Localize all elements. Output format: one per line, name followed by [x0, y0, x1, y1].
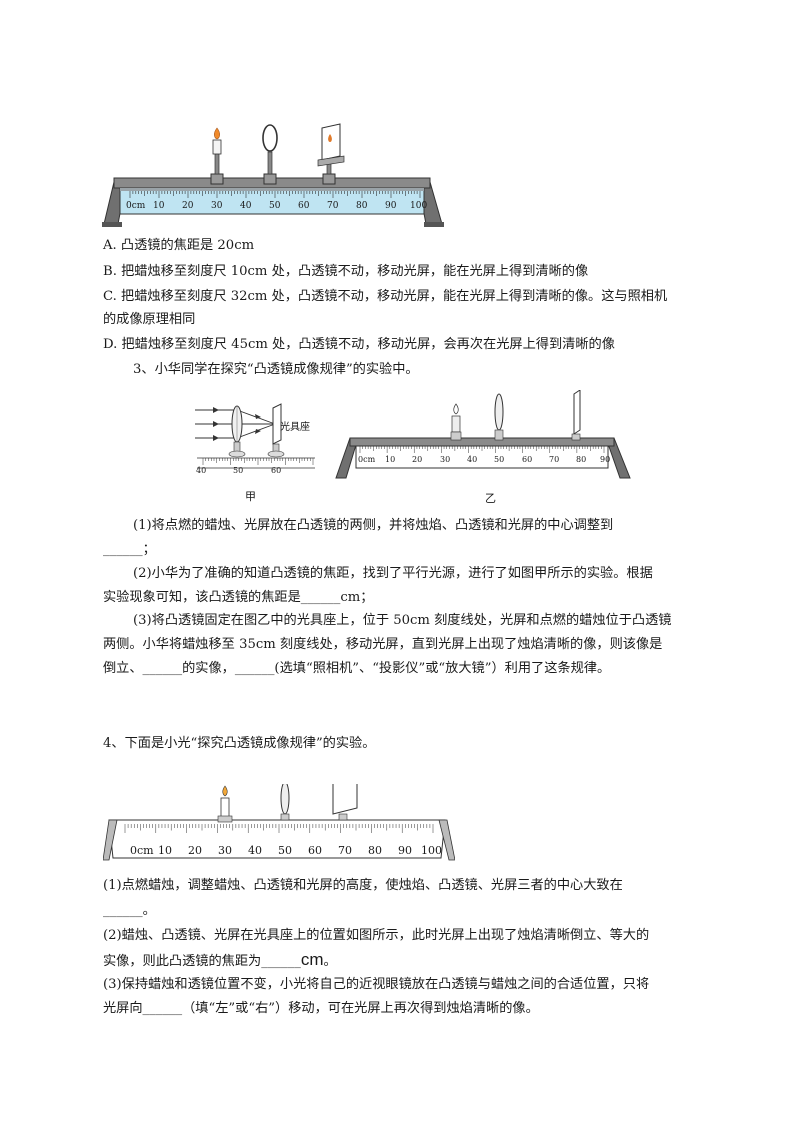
q4-tick-label: 70 — [338, 844, 352, 857]
q3-part-1-line-2: ______； — [103, 542, 156, 557]
q4-tick-label: 20 — [188, 844, 202, 857]
figure-yi-tick: 60 — [522, 455, 533, 464]
figure-jia-caption: 甲 — [245, 490, 256, 503]
figure-yi-tick: 70 — [549, 455, 560, 464]
option-c-line-2: 的成像原理相同 — [103, 312, 196, 327]
q4-tick-label: 60 — [308, 844, 322, 857]
figure-yi-tick: 0cm — [358, 455, 376, 464]
q4-part-2-line-1: (2)蜡烛、凸透镜、光屏在光具座上的位置如图所示，此时光屏上出现了烛焰清晰倒立、… — [103, 928, 650, 943]
fig1-tick-label: 50 — [269, 201, 281, 211]
fig1-tick-label: 20 — [182, 201, 194, 211]
q4-tick-label: 0cm — [130, 844, 154, 857]
figure-yi-tick: 40 — [467, 455, 478, 464]
figure-yi-tick: 10 — [385, 455, 396, 464]
q4-part-2-text: 实像，则此凸透镜的焦距为______ — [103, 954, 301, 969]
q3-part-1-line-1: (1)将点燃的蜡烛、光屏放在凸透镜的两侧，并将烛焰、凸透镜和光屏的中心调整到 — [133, 518, 614, 533]
q4-tick-label: 100 — [421, 844, 442, 857]
q4-part-1-line-2: ______。 — [103, 903, 156, 918]
figure-yi-tick: 90 — [600, 455, 611, 464]
option-d: D. 把蜡烛移至刻度尺 45cm 处，凸透镜不动，移动光屏，会再次在光屏上得到清… — [103, 337, 615, 352]
question-3-title: 3、小华同学在探究“凸透镜成像规律”的实验中。 — [133, 362, 419, 377]
figure-jia-tick: 50 — [233, 466, 244, 475]
q4-tick-label: 90 — [398, 844, 412, 857]
figure-yi-caption: 乙 — [485, 492, 496, 505]
figure-jia-tick: 40 — [196, 466, 207, 475]
q3-part-2-line-2: 实验现象可知，该凸透镜的焦距是______cm； — [103, 590, 374, 605]
fig1-tick-label: 80 — [356, 201, 368, 211]
q4-part-1-line-1: (1)点燃蜡烛，调整蜡烛、凸透镜和光屏的高度，使烛焰、凸透镜、光屏三者的中心大致… — [103, 878, 623, 893]
q4-part-3-line-2: 光屏向______（填“左”或“右”）移动，可在光屏上再次得到烛焰清晰的像。 — [103, 1001, 539, 1016]
q4-part-2-end: 。 — [323, 954, 337, 969]
figure-yi-tick: 20 — [412, 455, 423, 464]
q3-part-3-line-3: 倒立、______的实像，______(选填“照相机”、“投影仪”或“放大镜”）… — [103, 661, 611, 676]
q4-part-3-line-1: (3)保持蜡烛和透镜位置不变，小光将自己的近视眼镜放在凸透镜与蜡烛之间的合适位置… — [103, 977, 650, 992]
fig1-tick-label: 0cm — [126, 201, 146, 211]
fig1-tick-label: 10 — [153, 201, 165, 211]
figure-jia-tick: 60 — [271, 466, 282, 475]
q4-part-2-line-2: 实像，则此凸透镜的焦距为______cm。 — [103, 951, 337, 971]
question-4-title: 4、下面是小光“探究凸透镜成像规律”的实验。 — [103, 736, 376, 751]
q4-tick-label: 30 — [218, 844, 232, 857]
q4-tick-label: 50 — [278, 844, 292, 857]
q3-part-3-line-2: 两侧。小华将蜡烛移至 35cm 刻度线处，移动光屏，直到光屏上出现了烛焰清晰的像… — [103, 637, 663, 652]
figure-jia-label: 光具座 — [280, 422, 310, 433]
option-c-line-1: C. 把蜡烛移至刻度尺 32cm 处，凸透镜不动，移动光屏，能在光屏上得到清晰的… — [103, 289, 668, 304]
figure-jia-parallel-light — [195, 403, 315, 469]
q3-part-3-line-1: (3)将凸透镜固定在图乙中的光具座上，位于 50cm 刻度线处，光屏和点燃的蜡烛… — [133, 613, 672, 628]
fig1-tick-label: 70 — [327, 201, 339, 211]
q4-tick-label: 80 — [368, 844, 382, 857]
figure-yi-tick: 50 — [494, 455, 505, 464]
fig1-tick-label: 40 — [240, 201, 252, 211]
optical-bench-figure-1 — [102, 123, 444, 227]
option-a: A. 凸透镜的焦距是 20cm — [103, 238, 255, 253]
option-b: B. 把蜡烛移至刻度尺 10cm 处，凸透镜不动，移动光屏，能在光屏上得到清晰的… — [103, 264, 589, 279]
q4-tick-label: 40 — [248, 844, 262, 857]
q3-part-2-line-1: (2)小华为了准确的知道凸透镜的焦距，找到了平行光源，进行了如图甲所示的实验。根… — [133, 566, 653, 581]
fig1-tick-label: 100 — [410, 201, 428, 211]
figure-yi-tick: 30 — [440, 455, 451, 464]
fig1-tick-label: 90 — [385, 201, 397, 211]
q4-part-2-unit: cm — [300, 950, 324, 969]
q4-tick-label: 10 — [158, 844, 172, 857]
figure-yi-optical-bench — [335, 390, 631, 479]
fig1-tick-label: 60 — [298, 201, 310, 211]
fig1-tick-label: 30 — [211, 201, 223, 211]
optical-bench-figure-q4 — [103, 784, 455, 861]
figure-yi-tick: 80 — [576, 455, 587, 464]
